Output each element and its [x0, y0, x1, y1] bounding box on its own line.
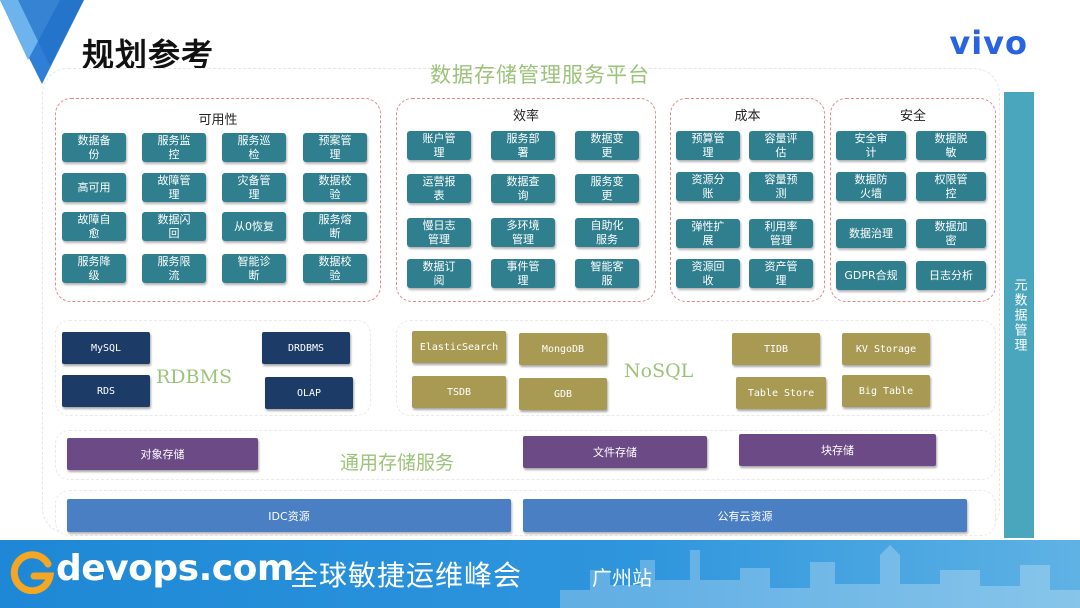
db-table-store[interactable]: Table Store	[736, 377, 826, 409]
db-big-table[interactable]: Big Table	[842, 375, 930, 407]
efficiency-tile[interactable]: 慢日志 管理	[407, 218, 471, 247]
group-title-security: 安全	[899, 109, 926, 124]
efficiency-tile[interactable]: 服务变 更	[575, 174, 639, 203]
security-tile[interactable]: 权限管 控	[916, 172, 986, 201]
cost-tile[interactable]: 资源回 收	[676, 259, 740, 288]
db-tsdb[interactable]: TSDB	[412, 376, 506, 408]
availability-tile[interactable]: 数据校 验	[303, 254, 367, 283]
file-storage[interactable]: 文件存储	[523, 436, 707, 468]
efficiency-tile[interactable]: 智能客 服	[575, 259, 639, 288]
efficiency-tile[interactable]: 账户管 理	[407, 131, 471, 160]
group-title-cost: 成本	[734, 109, 761, 124]
db-kv-storage[interactable]: KV Storage	[842, 333, 930, 365]
cost-tile[interactable]: 资产管 理	[749, 259, 813, 288]
security-tile[interactable]: GDPR合规	[836, 261, 906, 290]
cost-tile[interactable]: 弹性扩 展	[676, 219, 740, 248]
brand-logo: vivo	[949, 24, 1028, 62]
availability-tile[interactable]: 数据闪 回	[142, 212, 206, 241]
availability-tile[interactable]: 数据备 份	[62, 133, 126, 162]
availability-tile[interactable]: 数据校 验	[303, 173, 367, 202]
db-mysql[interactable]: MySQL	[62, 332, 150, 364]
db-elasticsearch[interactable]: ElasticSearch	[412, 331, 506, 363]
security-tile[interactable]: 数据治理	[836, 219, 906, 248]
availability-tile[interactable]: 服务降 级	[62, 254, 126, 283]
block-storage[interactable]: 块存储	[739, 434, 936, 466]
efficiency-tile[interactable]: 事件管 理	[491, 259, 555, 288]
security-tile[interactable]: 数据防 火墙	[836, 172, 906, 201]
db-drdbms[interactable]: DRDBMS	[262, 332, 350, 364]
slide-title: 规划参考	[82, 36, 215, 74]
efficiency-tile[interactable]: 数据订 阅	[407, 259, 471, 288]
platform-title: 数据存储管理服务平台	[430, 63, 650, 87]
nosql-label: NoSQL	[624, 360, 694, 382]
availability-tile[interactable]: 从0恢复	[222, 212, 286, 241]
security-tile[interactable]: 安全审 计	[836, 131, 906, 160]
idc-resources[interactable]: IDC资源	[67, 499, 511, 532]
availability-tile[interactable]: 服务熔 断	[303, 212, 367, 241]
efficiency-tile[interactable]: 服务部 署	[491, 131, 555, 160]
efficiency-tile[interactable]: 数据查 询	[491, 174, 555, 203]
cost-tile[interactable]: 预算管 理	[676, 131, 740, 160]
cost-tile[interactable]: 容量评 估	[749, 131, 813, 160]
availability-tile[interactable]: 服务监 控	[142, 133, 206, 162]
db-tidb[interactable]: TIDB	[732, 333, 820, 365]
security-tile[interactable]: 日志分析	[916, 261, 986, 290]
rdbms-label: RDBMS	[156, 366, 232, 388]
group-title-availability: 可用性	[198, 113, 238, 128]
footer-event: 全球敏捷运维峰会	[290, 559, 523, 592]
security-tile[interactable]: 数据加 密	[916, 219, 986, 248]
availability-tile[interactable]: 预案管 理	[303, 133, 367, 162]
availability-tile[interactable]: 灾备管 理	[222, 173, 286, 202]
cost-tile[interactable]: 资源分 账	[676, 172, 740, 201]
efficiency-tile[interactable]: 数据变 更	[575, 131, 639, 160]
availability-tile[interactable]: 故障管 理	[142, 173, 206, 202]
db-olap[interactable]: OLAP	[265, 377, 353, 409]
availability-tile[interactable]: 服务巡 检	[222, 133, 286, 162]
availability-tile[interactable]: 高可用	[62, 173, 126, 202]
db-mongodb[interactable]: MongoDB	[519, 333, 607, 365]
gdevops-g-icon	[10, 551, 54, 594]
availability-tile[interactable]: 智能诊 断	[222, 254, 286, 283]
db-gdb[interactable]: GDB	[519, 378, 607, 410]
efficiency-tile[interactable]: 运营报 表	[407, 174, 471, 203]
group-title-efficiency: 效率	[512, 109, 539, 124]
cost-tile[interactable]: 利用率 管理	[749, 219, 813, 248]
skyline-icon	[560, 545, 1080, 608]
metadata-management-bar[interactable]: 元数据管理	[1004, 92, 1034, 538]
footer-banner: devops.com 全球敏捷运维峰会 广州站	[0, 540, 1080, 608]
object-storage[interactable]: 对象存储	[67, 438, 258, 470]
general-storage-label: 通用存储服务	[340, 452, 455, 474]
public-cloud-resources[interactable]: 公有云资源	[523, 499, 967, 532]
logo-triangle-icon	[0, 0, 84, 84]
efficiency-tile[interactable]: 多环境 管理	[491, 218, 555, 247]
footer-city: 广州站	[592, 566, 652, 590]
db-rds[interactable]: RDS	[62, 375, 150, 407]
availability-tile[interactable]: 服务限 流	[142, 254, 206, 283]
efficiency-tile[interactable]: 自助化 服务	[575, 218, 639, 247]
security-tile[interactable]: 数据脱 敏	[916, 131, 986, 160]
availability-tile[interactable]: 故障自 愈	[62, 212, 126, 241]
cost-tile[interactable]: 容量预 测	[749, 172, 813, 201]
footer-brand: devops.com	[56, 548, 294, 589]
